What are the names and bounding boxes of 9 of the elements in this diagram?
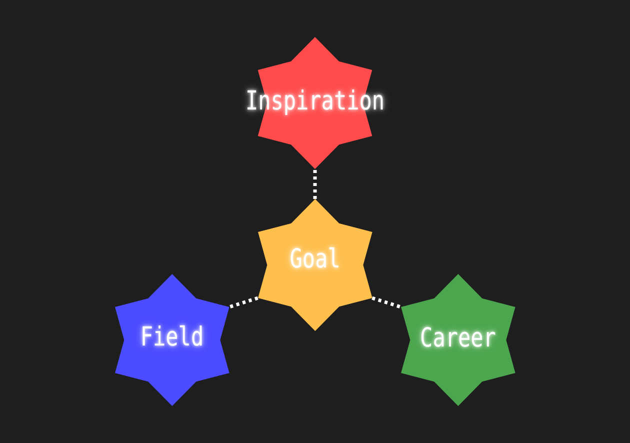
dotted-connector [228, 296, 258, 309]
star-node [400, 274, 516, 406]
node-label: Field [140, 324, 204, 350]
node-label: Career [420, 324, 496, 352]
dotted-connector [372, 296, 402, 309]
dotted-connector [313, 169, 317, 199]
node-label: Goal [290, 246, 340, 272]
star-node [114, 274, 230, 406]
star-node [258, 199, 372, 331]
